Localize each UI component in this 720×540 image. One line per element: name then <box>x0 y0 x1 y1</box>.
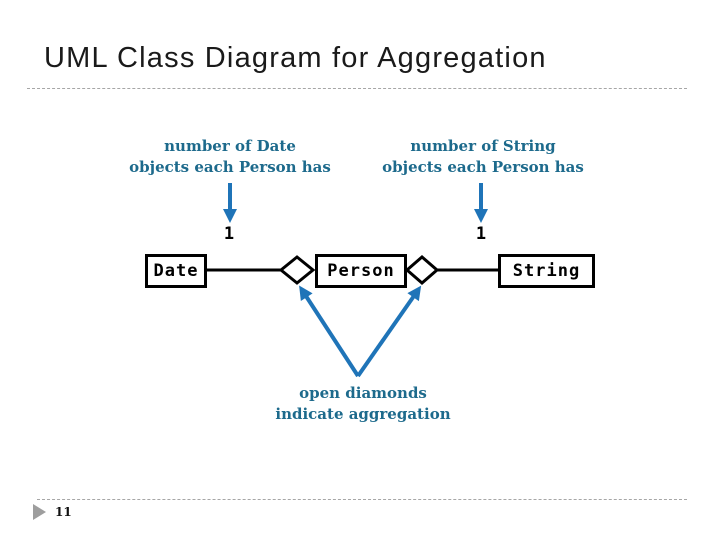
slide-footer-arrow-icon <box>33 504 46 520</box>
annotation-line: number of String <box>410 137 556 155</box>
annotation-line: indicate aggregation <box>275 405 451 423</box>
annotation-line: objects each Person has <box>382 158 584 176</box>
annotation-date-count: number of Date objects each Person has <box>124 136 336 178</box>
slide-title: UML Class Diagram for Aggregation <box>44 42 547 74</box>
class-box-string: String <box>498 254 595 288</box>
annotation-line: objects each Person has <box>129 158 331 176</box>
page-number: 11 <box>55 505 72 519</box>
multiplicity-date: 1 <box>223 224 235 244</box>
footer-divider <box>37 499 687 500</box>
annotation-string-count: number of String objects each Person has <box>377 136 589 178</box>
aggregation-diamond-right-icon <box>404 255 440 285</box>
class-box-date: Date <box>145 254 207 288</box>
title-divider <box>27 88 687 89</box>
annotation-open-diamonds: open diamonds indicate aggregation <box>257 383 469 425</box>
annotation-line: open diamonds <box>299 384 427 402</box>
class-box-person: Person <box>315 254 407 288</box>
arrow-up-left-diamond-icon <box>299 285 360 378</box>
multiplicity-string: 1 <box>475 224 487 244</box>
annotation-line: number of Date <box>164 137 296 155</box>
arrow-up-right-diamond-icon <box>356 285 422 378</box>
aggregation-diamond-left-icon <box>278 255 316 285</box>
